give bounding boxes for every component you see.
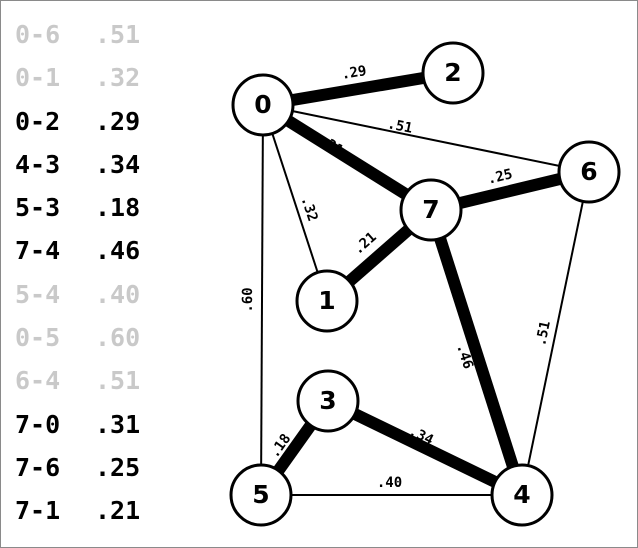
edge-list-row: 5-4 .40 [15,273,140,316]
graph-node-2: 2 [421,41,485,105]
edge-pair: 7-4 [15,236,61,266]
edge-weight: .21 [95,496,141,526]
edge-weight-label: .40 [377,475,402,491]
tree-edge-3-4 [325,395,525,501]
node-circle [490,463,554,527]
edge-weight: .40 [95,279,141,309]
edge-weight-list: 0-6 .51 0-1 .32 0-2 .29 4-3 .34 5-3 .18 7-4 .46 5-4.… [15,13,140,533]
edge-list-row: 7-0 .31 [15,403,140,446]
node-label: 4 [513,480,530,509]
edge-weight: .25 [95,452,141,482]
graph-node-5: 5 [229,463,293,527]
edge-list-row: 0-2 .29 [15,100,140,143]
edge-weight-label: .51 [386,116,414,137]
edge-weight: .31 [95,409,141,439]
graph-node-7: 7 [399,178,463,242]
node-label: 1 [318,286,335,315]
edge-weight-label: .46 [453,342,476,371]
edge-pair: 5-4 [15,279,61,309]
edge-list-row: 4-3 .34 [15,143,140,186]
edge-0-6 [262,104,590,173]
graph-node-0: 0 [231,73,295,137]
edge-list-row: 7-4 .46 [15,229,140,272]
edge-labels-group: .29.51.31.32.60.25.21.46.51.18.34.40 [240,63,554,491]
edge-pair: 6-4 [15,366,61,396]
edge-pair: 7-6 [15,452,61,482]
node-circle [231,73,295,137]
edge-pair: 0-5 [15,323,61,353]
edge-pair: 0-6 [15,20,61,49]
edge-weight-label: .32 [297,194,320,223]
edge-weight: .32 [95,63,141,93]
edge-list-row: 7-1 .21 [15,489,140,532]
edge-pair: 7-0 [15,409,61,439]
graph-node-6: 6 [557,140,621,204]
edge-weight: .34 [95,149,141,179]
edge-0-5 [260,104,264,496]
nodes-group: 0 1 2 3 4 5 6 7 [229,41,621,527]
graph-node-4: 4 [490,463,554,527]
node-label: 7 [422,195,439,224]
tree-edge-0-2 [262,67,454,111]
edge-weight: .51 [95,366,141,396]
edge-pair: 7-1 [15,496,61,526]
edge-0-1 [262,104,328,302]
node-circle [399,178,463,242]
edge-list-row: 0-5 .60 [15,316,140,359]
edge-weight-label: .60 [240,287,256,312]
node-circle [229,463,293,527]
node-label: 2 [444,58,461,87]
edge-pair: 5-3 [15,193,61,223]
tree-edge-7-4 [425,208,528,497]
node-label: 3 [319,386,336,415]
edge-list-row: 0-1 .32 [15,56,140,99]
edge-weight: .46 [95,236,141,266]
edge-weight: .18 [95,193,141,223]
node-label: 6 [580,157,597,186]
node-circle [421,41,485,105]
edge-list-row: 6-4 .51 [15,359,140,402]
node-circle [296,369,360,433]
node-circle [295,269,359,333]
edge-weight-label: .25 [486,166,514,187]
edge-6-4 [521,171,590,496]
edge-weight-label: .51 [533,319,554,347]
edge-list-row: 5-3 .18 [15,186,140,229]
edge-pair: 4-3 [15,149,61,179]
edge-pair: 0-2 [15,106,61,136]
node-label: 5 [252,480,269,509]
edge-weight: .60 [95,323,141,353]
tree-edge-0-7 [259,99,435,216]
edge-weight-label: .29 [340,63,368,83]
node-circle [557,140,621,204]
edge-list-row: 0-6 .51 [15,13,140,56]
graph-node-3: 3 [296,369,360,433]
edge-list-row: 7-6 .25 [15,446,140,489]
graph-node-1: 1 [295,269,359,333]
node-label: 0 [254,90,271,119]
edge-weight: .51 [95,20,141,49]
edge-pair: 0-1 [15,63,61,93]
edge-weight: .29 [95,106,141,136]
